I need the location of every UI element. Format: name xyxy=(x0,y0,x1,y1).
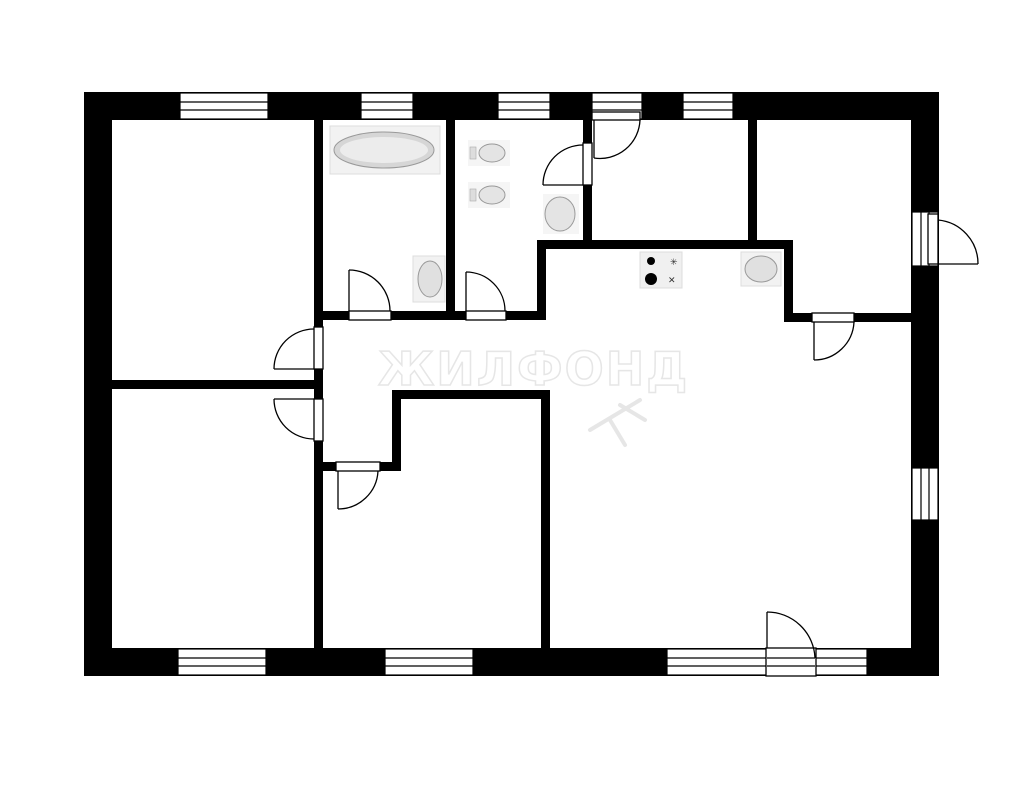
door-balcony xyxy=(927,213,979,265)
watermark: ЖИЛФОНД xyxy=(378,342,689,396)
door-toilet xyxy=(465,271,507,321)
window-right-2 xyxy=(911,467,939,521)
door-wc-inner xyxy=(542,142,593,186)
svg-text:✕: ✕ xyxy=(668,276,676,286)
door-room-right-top xyxy=(811,312,855,361)
bathroom-sink xyxy=(412,255,446,303)
window-top-5 xyxy=(682,92,734,120)
door-room-left-top xyxy=(273,326,324,370)
kitchen-sink xyxy=(740,251,782,287)
window-bottom-2 xyxy=(384,648,474,676)
interior-walls xyxy=(112,120,911,648)
svg-text:✳: ✳ xyxy=(670,258,678,268)
stove: ✳ ✕ xyxy=(639,251,683,289)
door-bathroom xyxy=(348,269,392,321)
watermark-logo xyxy=(588,398,647,447)
bathtub xyxy=(329,125,441,175)
door-room-middle xyxy=(335,461,381,510)
doors xyxy=(273,111,979,677)
door-room-left-bottom xyxy=(273,398,324,442)
toilet-2 xyxy=(468,182,510,208)
window-top-2 xyxy=(360,92,414,120)
window-top-3 xyxy=(497,92,551,120)
toilet-1 xyxy=(468,140,510,166)
window-bottom-1 xyxy=(177,648,267,676)
door-entrance xyxy=(765,611,817,677)
door-small-room-top xyxy=(591,111,641,160)
toilet-room-sink xyxy=(543,194,579,234)
window-top-1 xyxy=(179,92,269,120)
